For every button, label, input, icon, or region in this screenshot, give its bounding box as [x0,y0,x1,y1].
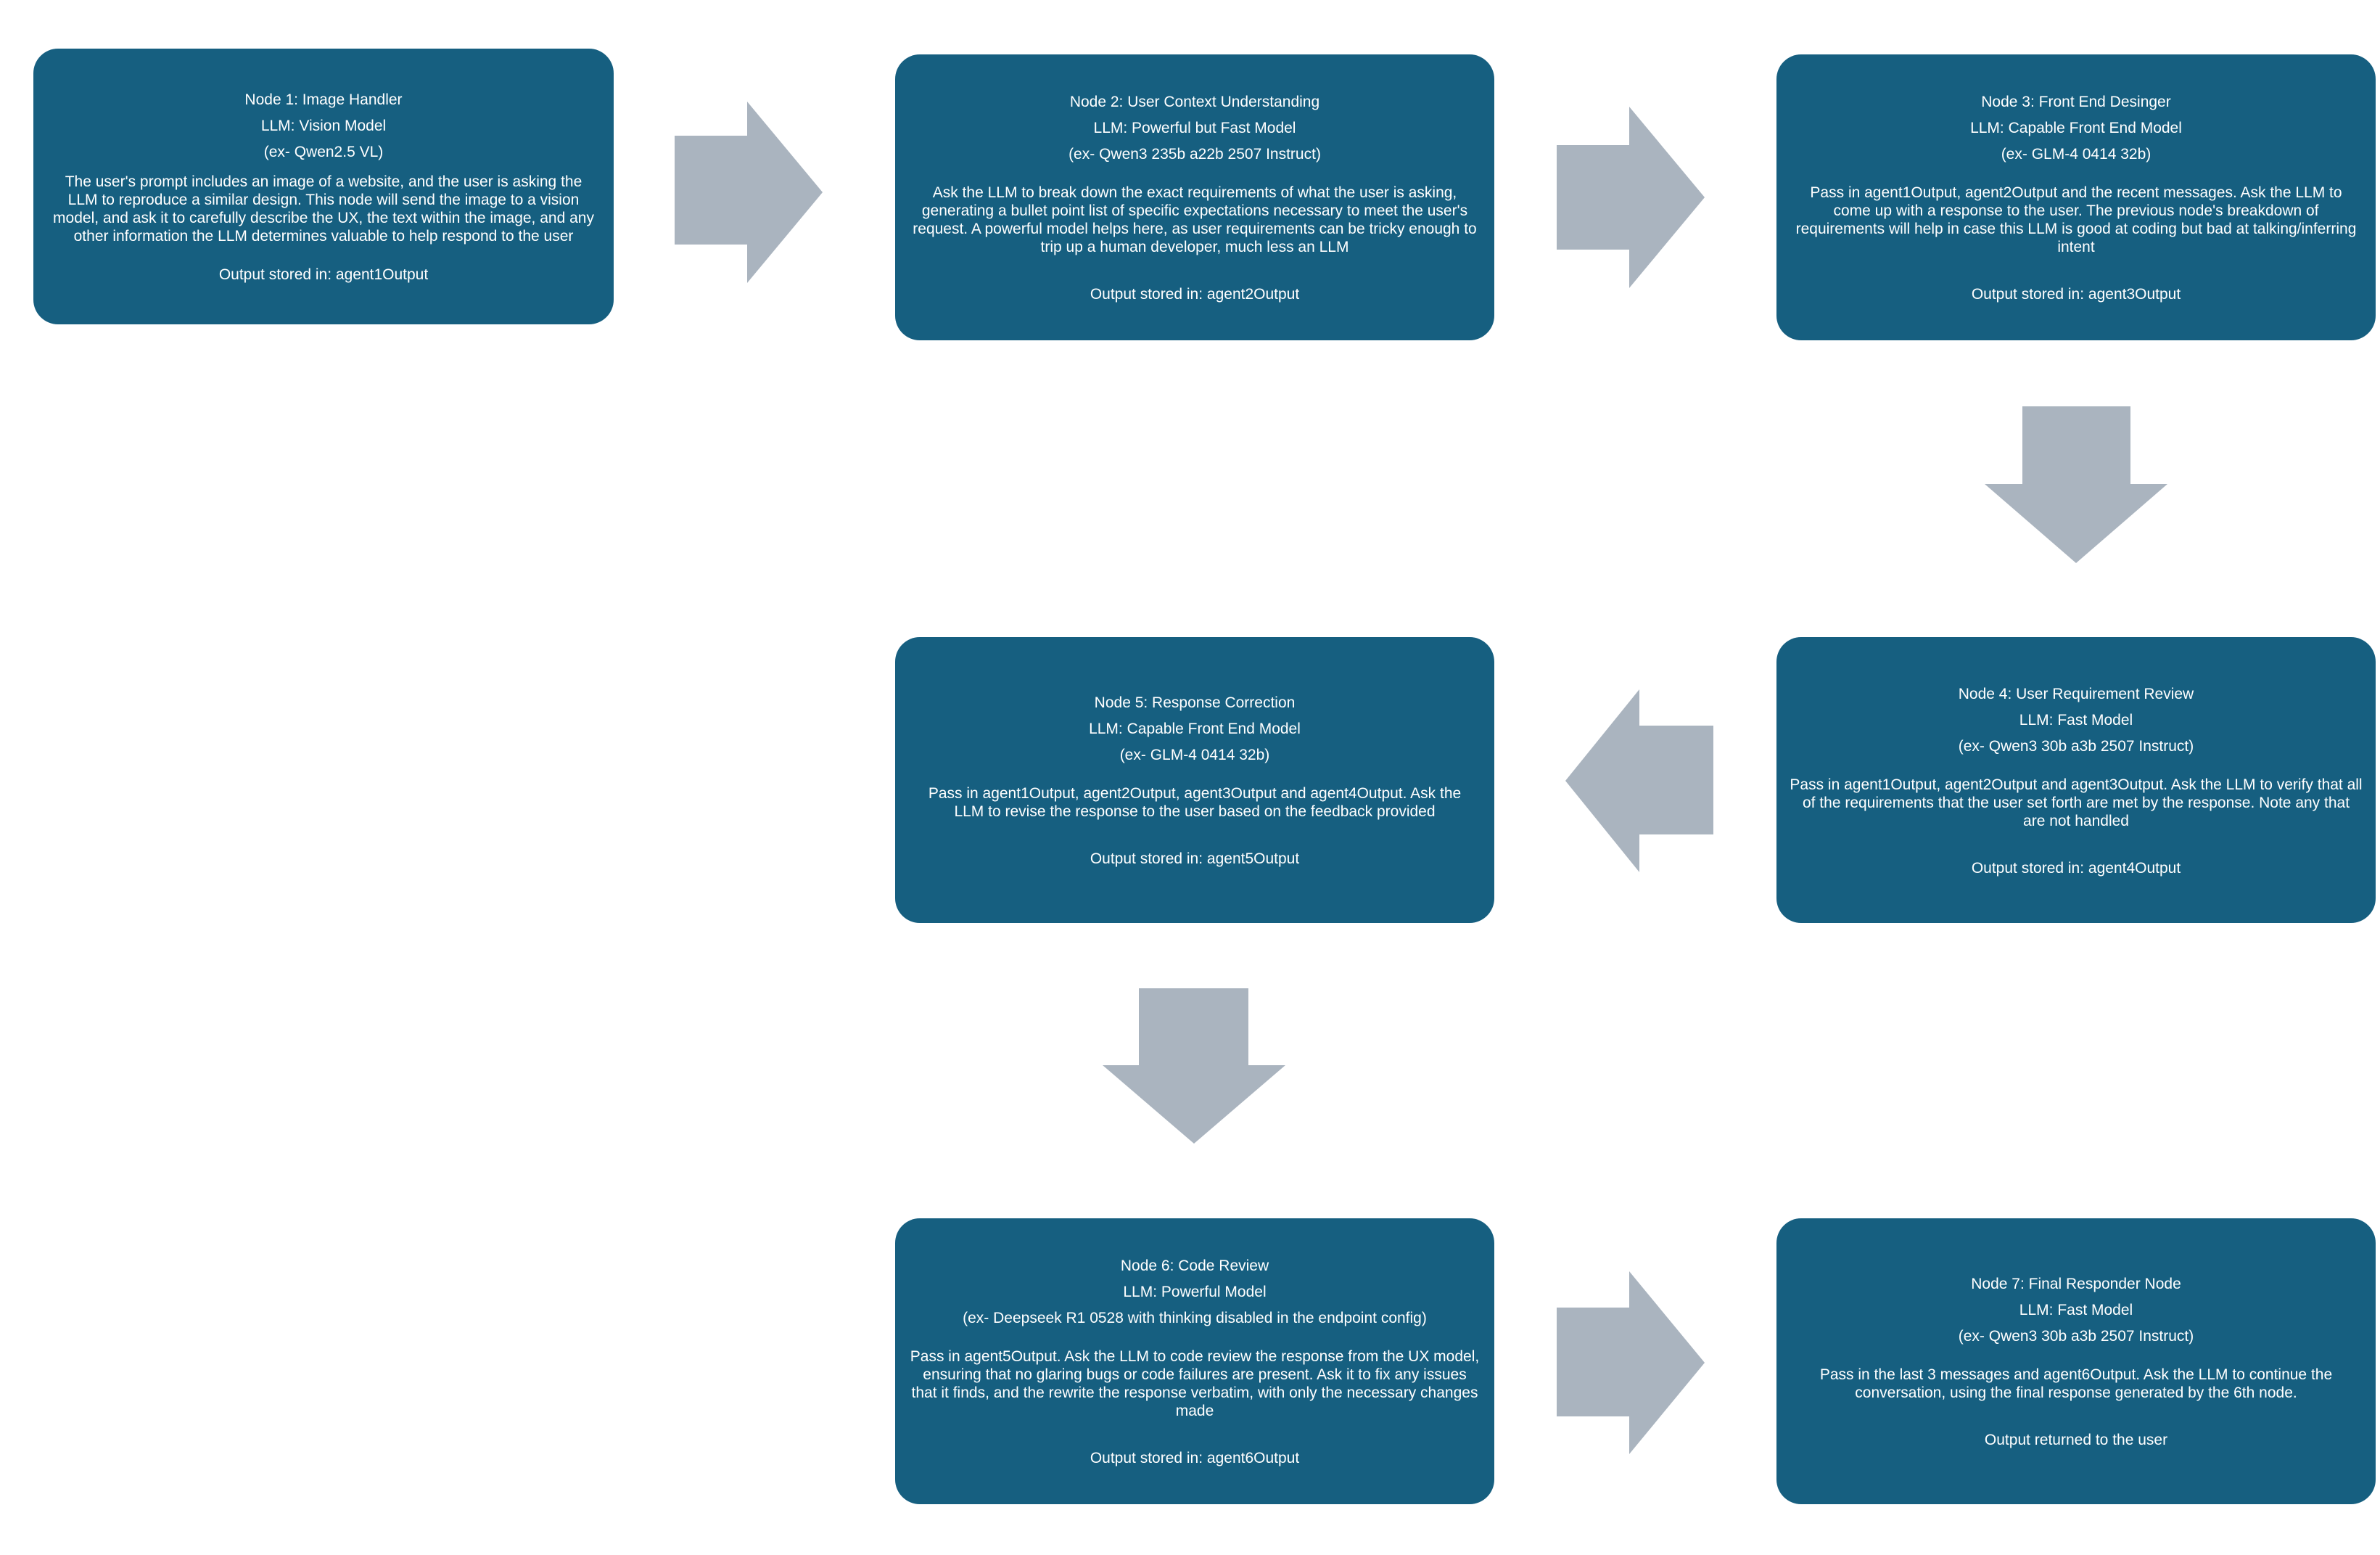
node-1-image-handler: Node 1: Image Handler LLM: Vision Model … [33,49,614,324]
node-title: Node 5: Response Correction [1094,694,1296,711]
arrow-right-shape [675,102,823,283]
arrow-node3-to-node4 [1985,406,2167,563]
arrow-node6-to-node7 [1557,1271,1705,1454]
arrow-node4-to-node5 [1565,689,1713,872]
arrow-node2-to-node3 [1557,107,1705,288]
arrow-right-shape [1557,1271,1705,1454]
node-title: Node 4: User Requirement Review [1958,685,2194,702]
node-3-front-end-designer: Node 3: Front End Desinger LLM: Capable … [1776,54,2376,340]
node-output: Output stored in: agent5Output [1090,850,1300,867]
node-description: Pass in the last 3 messages and agent6Ou… [1819,1366,2333,1401]
node-model-example: (ex- Qwen3 235b a22b 2507 Instruct) [1068,146,1321,163]
node-description: The user's prompt includes an image of a… [53,173,594,245]
node-title: Node 7: Final Responder Node [1971,1276,2181,1292]
node-description: Pass in agent1Output, agent2Output and t… [1795,184,2357,255]
node-description: Ask the LLM to break down the exact requ… [913,184,1477,255]
node-title: Node 2: User Context Understanding [1069,94,1320,110]
node-model-example: (ex- Qwen3 30b a3b 2507 Instruct) [1958,737,2194,755]
node-title: Node 6: Code Review [1120,1257,1269,1274]
node-llm: LLM: Powerful but Fast Model [1093,120,1296,136]
node-output: Output stored in: agent1Output [218,266,429,283]
arrow-node5-to-node6 [1103,988,1285,1144]
node-7-final-responder: Node 7: Final Responder Node LLM: Fast M… [1776,1218,2376,1504]
node-model-example: (ex- GLM-4 0414 32b) [2001,146,2152,163]
node-llm: LLM: Fast Model [2019,711,2133,729]
node-title: Node 3: Front End Desinger [1981,94,2171,110]
node-llm: LLM: Fast Model [2019,1302,2133,1318]
node-output: Output stored in: agent6Output [1090,1450,1300,1466]
node-output: Output stored in: agent3Output [1971,286,2181,303]
node-output: Output stored in: agent2Output [1090,286,1300,303]
node-llm: LLM: Capable Front End Model [1970,120,2182,136]
node-llm: LLM: Capable Front End Model [1089,721,1301,737]
arrow-left-shape [1565,689,1713,872]
node-description: Pass in agent5Output. Ask the LLM to cod… [910,1348,1480,1419]
node-5-response-correction: Node 5: Response Correction LLM: Capable… [895,637,1494,923]
node-model-example: (ex- Qwen3 30b a3b 2507 Instruct) [1958,1328,2194,1345]
node-title: Node 1: Image Handler [244,91,403,108]
arrow-right-shape [1557,107,1705,288]
node-output: Output returned to the user [1984,1432,2168,1448]
node-description: Pass in agent1Output, agent2Output, agen… [928,785,1462,820]
node-6-code-review: Node 6: Code Review LLM: Powerful Model … [895,1218,1494,1504]
arrow-node1-to-node2 [675,102,823,283]
node-llm: LLM: Powerful Model [1123,1284,1267,1300]
node-4-user-requirement-review: Node 4: User Requirement Review LLM: Fas… [1776,637,2376,923]
node-model-example: (ex- GLM-4 0414 32b) [1119,747,1270,763]
node-description: Pass in agent1Output, agent2Output and a… [1790,776,2363,829]
arrow-down-shape [1103,988,1285,1144]
node-2-user-context-understanding: Node 2: User Context Understanding LLM: … [895,54,1494,340]
node-model-example: (ex- Deepseek R1 0528 with thinking disa… [963,1310,1427,1326]
node-model-example: (ex- Qwen2.5 VL) [263,144,384,160]
arrow-down-shape [1985,406,2167,563]
node-output: Output stored in: agent4Output [1971,859,2181,877]
node-llm: LLM: Vision Model [260,118,387,134]
